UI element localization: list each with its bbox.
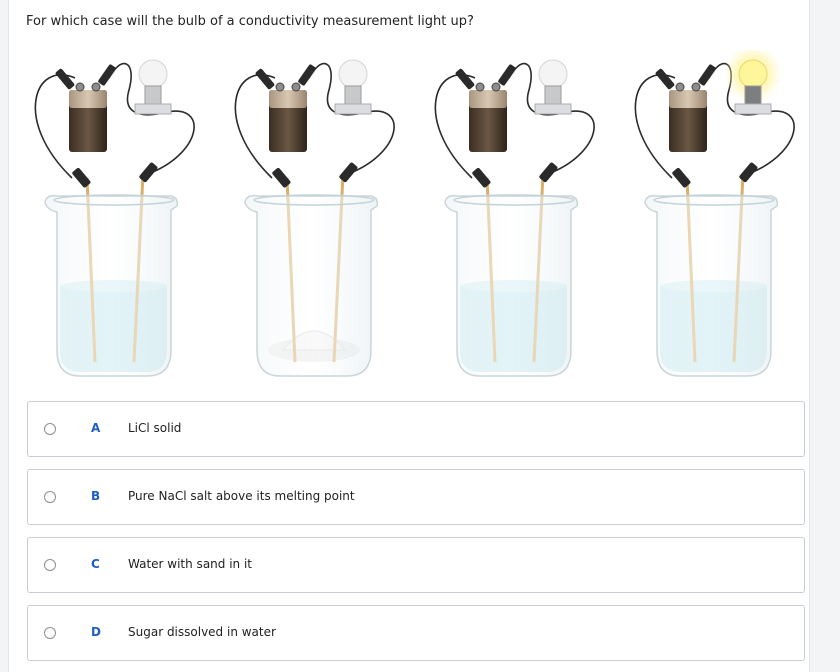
clip-icon	[55, 68, 75, 90]
option-letter: C	[91, 557, 100, 571]
conductivity-setup	[434, 59, 595, 377]
light-bulb-icon	[738, 59, 768, 89]
beaker	[644, 194, 779, 377]
clip-icon	[72, 167, 91, 188]
bulb-base	[734, 103, 772, 115]
beaker	[244, 194, 379, 377]
clip-icon	[539, 162, 558, 183]
clip-icon	[498, 64, 516, 86]
bulb-socket	[344, 85, 362, 105]
conductivity-setup	[634, 50, 795, 377]
beaker-rim	[53, 194, 175, 206]
clip-icon	[472, 167, 491, 188]
question-text: For which case will the bulb of a conduc…	[26, 14, 474, 29]
battery-terminal	[91, 82, 101, 92]
light-bulb-icon	[138, 59, 168, 89]
beaker-rim	[253, 194, 375, 206]
radio-c[interactable]	[44, 559, 56, 571]
option-a[interactable]: A LiCl solid	[27, 401, 805, 457]
bulb-base	[134, 103, 172, 115]
light-bulb-icon	[538, 59, 568, 89]
clip-icon	[455, 68, 475, 90]
battery-terminal	[691, 82, 701, 92]
radio-a[interactable]	[44, 423, 56, 435]
option-label: Water with sand in it	[128, 557, 252, 571]
option-d[interactable]: D Sugar dissolved in water	[27, 605, 805, 661]
beaker-rim	[453, 194, 575, 206]
option-letter: D	[91, 625, 101, 639]
battery-terminal	[491, 82, 501, 92]
bulb-base	[534, 103, 572, 115]
clip-icon	[98, 64, 116, 86]
clip-icon	[272, 167, 291, 188]
battery-terminal	[291, 82, 301, 92]
clip-icon	[698, 64, 716, 86]
battery-terminal	[275, 82, 285, 92]
clip-icon	[655, 68, 675, 90]
option-c[interactable]: C Water with sand in it	[27, 537, 805, 593]
battery-terminal	[75, 82, 85, 92]
battery-top	[69, 90, 107, 108]
clip-icon	[672, 167, 691, 188]
conductivity-setup	[234, 59, 395, 377]
battery-terminal	[675, 82, 685, 92]
option-letter: A	[91, 421, 101, 435]
clip-icon	[339, 162, 358, 183]
battery-terminal	[475, 82, 485, 92]
light-bulb-icon	[338, 59, 368, 89]
battery-top	[669, 90, 707, 108]
battery-top	[269, 90, 307, 108]
clip-icon	[255, 68, 275, 90]
option-label: Sugar dissolved in water	[128, 625, 276, 639]
radio-d[interactable]	[44, 627, 56, 639]
radio-b[interactable]	[44, 491, 56, 503]
bulb-socket	[144, 85, 162, 105]
bulb-socket	[744, 85, 762, 105]
option-label: Pure NaCl salt above its melting point	[128, 489, 355, 503]
battery-top	[469, 90, 507, 108]
clip-icon	[139, 162, 158, 183]
option-b[interactable]: B Pure NaCl salt above its melting point	[27, 469, 805, 525]
beaker-rim	[653, 194, 775, 206]
conductivity-illustration	[34, 50, 795, 377]
conductivity-setup	[34, 59, 195, 377]
clip-icon	[298, 64, 316, 86]
beaker	[444, 194, 579, 377]
bulb-socket	[544, 85, 562, 105]
beaker	[44, 194, 179, 377]
bulb-base	[334, 103, 372, 115]
option-label: LiCl solid	[128, 421, 182, 435]
clip-icon	[739, 162, 758, 183]
option-letter: B	[91, 489, 101, 503]
question-card: For which case will the bulb of a conduc…	[8, 0, 810, 672]
